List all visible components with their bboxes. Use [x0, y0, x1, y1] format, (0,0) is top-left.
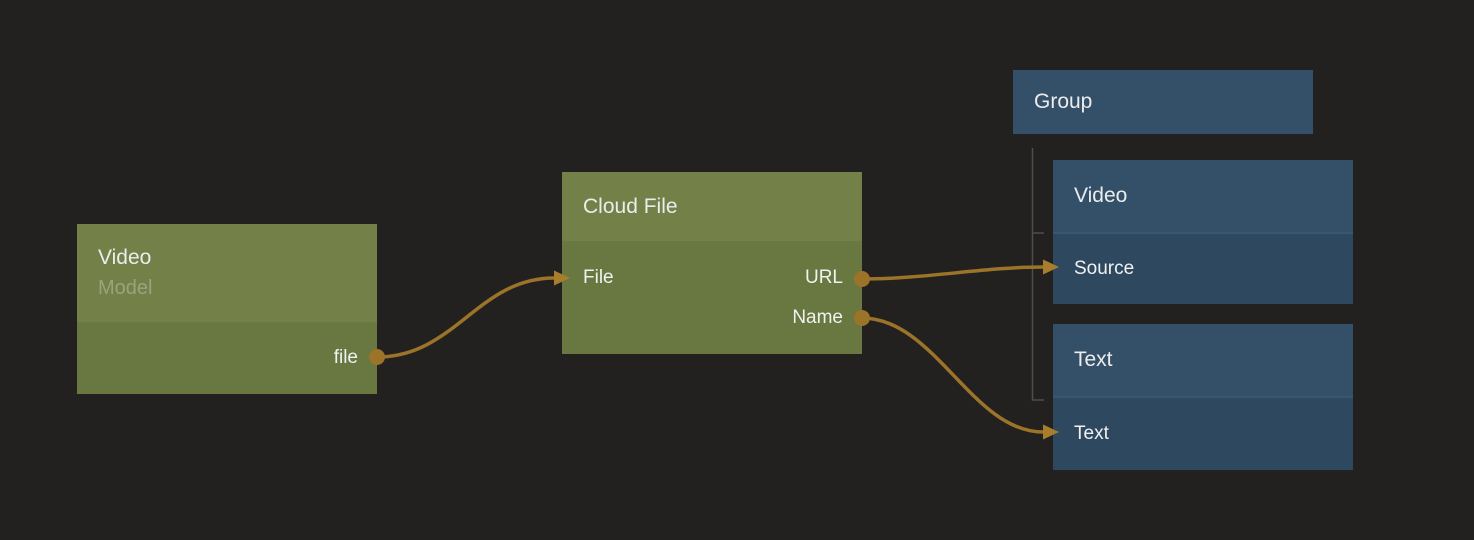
output-slot-name[interactable]: Name [712, 298, 862, 338]
node-subtitle: Model [98, 277, 153, 299]
output-slot-file[interactable]: file [77, 338, 377, 378]
node-body: file [77, 322, 377, 394]
input-slot-source[interactable]: Source [1053, 249, 1353, 289]
node-text[interactable]: Text Text [1053, 324, 1353, 470]
node-video-model[interactable]: Video Model file [77, 224, 377, 394]
node-header[interactable]: Text [1053, 324, 1353, 396]
link-file-to-cloudfile[interactable] [376, 276, 555, 359]
input-slot-label: Text [1074, 423, 1109, 444]
node-cloud-file[interactable]: Cloud File File URL Name [562, 172, 862, 354]
node-title: Group [1034, 90, 1093, 113]
output-slot-label: URL [804, 267, 843, 288]
node-header[interactable]: Video Model [77, 224, 377, 322]
input-slot-label: Source [1074, 258, 1135, 279]
node-video[interactable]: Video Source [1053, 160, 1353, 304]
node-body: Text [1053, 396, 1353, 470]
node-title: Video [98, 246, 152, 269]
node-body: Source [1053, 232, 1353, 304]
node-header[interactable]: Video [1053, 160, 1353, 232]
output-slot-label: file [333, 347, 358, 368]
input-slot-file[interactable]: File [562, 258, 712, 298]
node-title: Video [1074, 184, 1128, 207]
output-slot-label: Name [792, 307, 843, 328]
output-slot-url[interactable]: URL [712, 258, 862, 298]
node-title: Cloud File [583, 194, 678, 218]
group-tree-line [1031, 148, 1044, 401]
node-header[interactable]: Cloud File [562, 172, 862, 241]
node-group[interactable]: Group [1013, 70, 1313, 134]
node-title: Text [1074, 348, 1113, 371]
link-url-to-source[interactable] [861, 265, 1044, 281]
node-body: File URL Name [562, 241, 862, 354]
input-slot-label: File [583, 267, 614, 288]
node-header[interactable]: Group [1013, 70, 1313, 134]
input-slot-text[interactable]: Text [1053, 414, 1353, 454]
link-name-to-text[interactable] [861, 316, 1044, 434]
